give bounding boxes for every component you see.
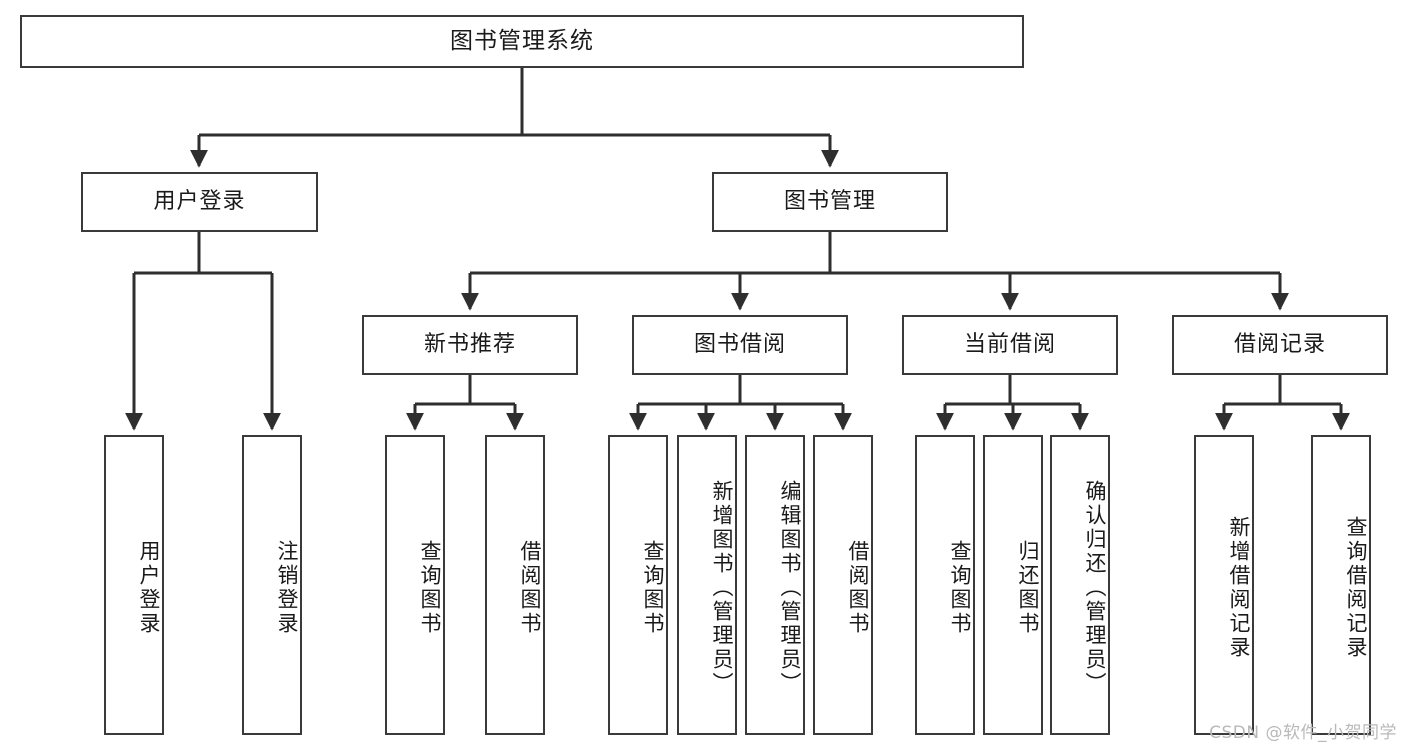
node-current-borrow[interactable]: 当前借阅: [902, 315, 1118, 375]
node-root-book-management-system[interactable]: 图书管理系统: [20, 15, 1024, 68]
node-leaf-query-borrow-record[interactable]: 查询借阅记录: [1311, 435, 1371, 735]
node-leaf-user-login[interactable]: 用户登录: [104, 435, 164, 735]
node-leaf-borrow-book[interactable]: 借阅图书: [813, 435, 873, 735]
node-leaf-edit-book-admin[interactable]: 编辑图书（管理员）: [745, 435, 805, 735]
node-label: 新增借阅记录: [1227, 516, 1251, 660]
node-label: 查询借阅记录: [1344, 516, 1368, 660]
node-leaf-confirm-return-admin[interactable]: 确认归还（管理员）: [1050, 435, 1110, 735]
node-label: 查询图书: [948, 540, 972, 636]
node-label: 图书借阅: [693, 331, 786, 357]
node-leaf-add-borrow-record[interactable]: 新增借阅记录: [1194, 435, 1254, 735]
node-label: 用户登录: [137, 540, 161, 636]
node-label: 借阅记录: [1233, 331, 1326, 357]
node-label: 归还图书: [1016, 540, 1040, 636]
node-label: 新书推荐: [423, 331, 516, 357]
watermark-text: CSDN @软件_小贺同学: [1209, 723, 1397, 743]
node-leaf-logout[interactable]: 注销登录: [242, 435, 302, 735]
node-borrow-record[interactable]: 借阅记录: [1172, 315, 1388, 375]
node-label: 当前借阅: [963, 331, 1056, 357]
node-label: 查询图书: [641, 540, 665, 636]
node-label: 注销登录: [275, 540, 299, 636]
node-book-management[interactable]: 图书管理: [712, 172, 948, 232]
node-label: 图书管理: [783, 188, 876, 214]
node-leaf-return-book[interactable]: 归还图书: [983, 435, 1043, 735]
node-label: 用户登录: [153, 188, 246, 214]
node-label: 编辑图书（管理员）: [778, 480, 802, 696]
node-label: 查询图书: [418, 540, 442, 636]
node-leaf-query-book-recommend[interactable]: 查询图书: [385, 435, 445, 735]
node-leaf-add-book-admin[interactable]: 新增图书（管理员）: [677, 435, 737, 735]
node-leaf-query-book-current[interactable]: 查询图书: [915, 435, 975, 735]
node-user-login[interactable]: 用户登录: [81, 172, 318, 232]
node-label: 借阅图书: [518, 540, 542, 636]
node-book-borrow[interactable]: 图书借阅: [632, 315, 848, 375]
node-new-book-recommend[interactable]: 新书推荐: [362, 315, 578, 375]
node-label: 图书管理系统: [450, 27, 594, 54]
node-leaf-query-book-borrow[interactable]: 查询图书: [608, 435, 668, 735]
node-label: 确认归还（管理员）: [1083, 480, 1107, 696]
node-label: 新增图书（管理员）: [710, 480, 734, 696]
node-label: 借阅图书: [846, 540, 870, 636]
node-leaf-borrow-book-recommend[interactable]: 借阅图书: [485, 435, 545, 735]
